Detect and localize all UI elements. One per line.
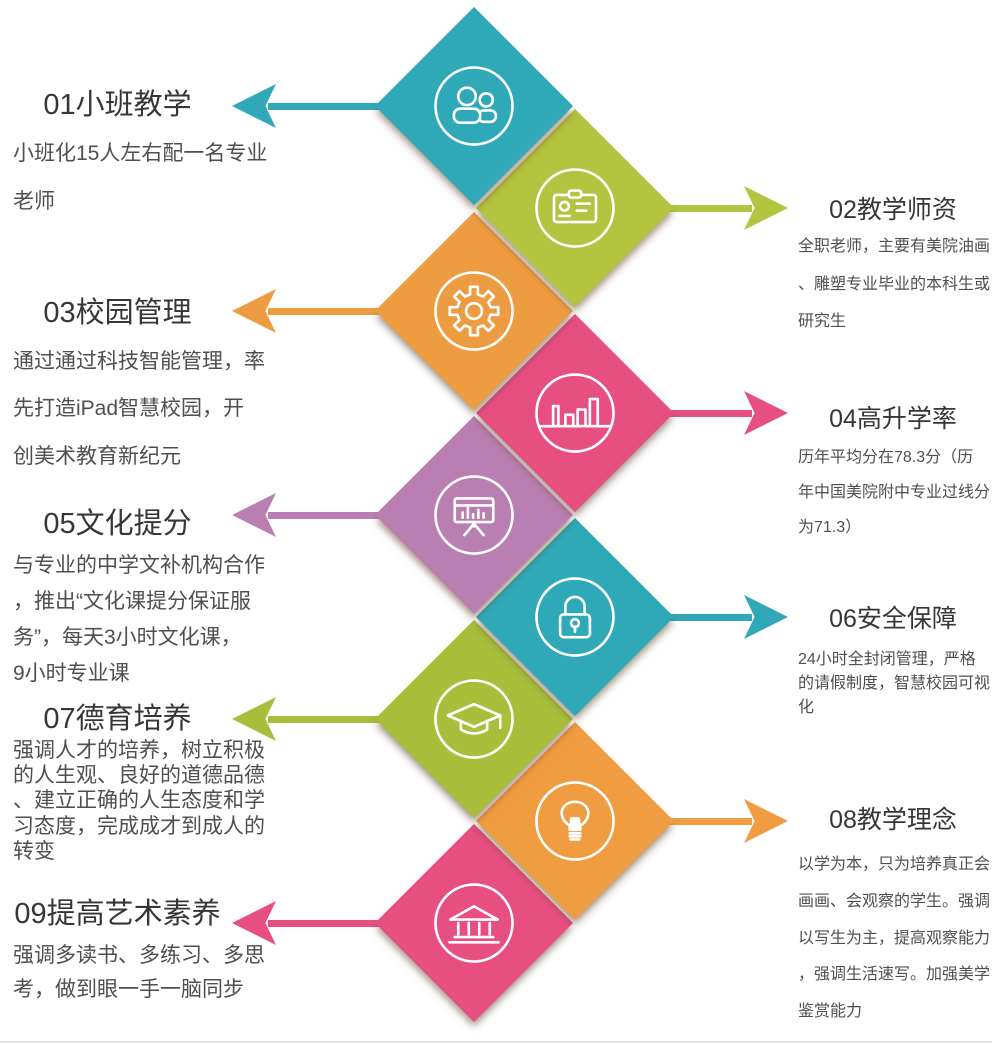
arrow-left-03 [232,289,392,333]
id-card-icon [533,166,617,250]
arrow-shaft [268,308,392,315]
item-description: 强调人才的培养，树立积极 的人生观、良好的道德品德 、建立正确的人生态度和学 习… [13,739,265,863]
diamond-tile-06 [476,518,674,716]
item-description: 全职老师，主要有美院油画 、雕塑专业毕业的本科生或 研究生 [798,238,991,331]
lightbulb-icon [533,779,617,863]
diamond-tile-05 [375,416,573,614]
text-block-08: 08教学理念 以学为本，只为培养真正会 画画、会观察的学生。强调 以写生为主，提… [798,803,992,1031]
item-title: 02教学师资 [829,196,957,224]
arrow-shaft [658,205,752,212]
arrow-left-01 [232,84,392,128]
item-title: 09提高艺术素养 [14,898,221,930]
arrowhead [744,799,788,843]
arrow-left-07 [232,697,392,741]
item-description: 24小时全封闭管理，严格 的请假制度，智慧校园可视 化 [798,651,991,716]
arrowhead [232,901,276,945]
item-title: 08教学理念 [829,806,957,834]
arrowhead [744,595,788,639]
arrow-left-05 [232,493,392,537]
graduation-cap-icon [432,677,516,761]
arrow-shaft [268,920,392,927]
arrow-shaft [268,716,392,723]
bottom-divider [0,1041,992,1043]
arrowhead [232,493,276,537]
text-block-01: 01小班教学 小班化15人左右配一名专业 老师 [13,86,315,227]
users-icon [432,64,516,148]
bank-icon [432,881,516,965]
arrow-right-08 [658,799,788,843]
bar-chart-icon [533,371,617,455]
diamond-tile-07 [375,620,573,818]
item-description: 小班化15人左右配一名专业 老师 [13,142,268,214]
lock-icon [533,575,617,659]
diamond-tile-01 [375,7,573,205]
arrowhead [744,391,788,435]
arrowhead [232,697,276,741]
text-block-05: 05文化提分 与专业的中学文补机构合作 ，推出“文化课提分保证服 务”，每天3小… [13,505,315,692]
arrow-right-02 [658,186,788,230]
item-title: 03校园管理 [43,297,192,329]
text-block-07: 07德育培养 强调人才的培养，树立积极 的人生观、良好的道德品德 、建立正确的人… [13,700,315,864]
item-description: 以学为本，只为培养真正会 画画、会观察的学生。强调 以写生为主，提高观察能力 ，… [798,856,991,1021]
presentation-board-icon [432,473,516,557]
item-description: 通过通过科技智能管理，率 先打造iPad智慧校园，开 创美术教育新纪元 [13,350,265,468]
text-block-03: 03校园管理 通过通过科技智能管理，率 先打造iPad智慧校园，开 创美术教育新… [13,294,315,480]
text-block-04: 04高升学率 历年平均分在78.3分（历 年中国美院附中专业过线分 为71.3） [798,402,992,546]
item-description: 与专业的中学文补机构合作 ，推出“文化课提分保证服 务”，每天3小时文化课， 9… [13,554,265,686]
diamond-tile-03 [375,212,573,410]
item-title: 07德育培养 [43,703,192,735]
diamond-tile-08 [476,722,674,920]
item-description: 历年平均分在78.3分（历 年中国美院附中专业过线分 为71.3） [798,449,991,537]
item-description: 强调多读书、多练习、多思 考，做到眼一手一脑同步 [13,944,265,1001]
arrow-right-04 [658,391,788,435]
arrow-shaft [658,410,752,417]
gear-icon [432,269,516,353]
text-block-02: 02教学师资 全职老师，主要有美院油画 、雕塑专业毕业的本科生或 研究生 [798,193,992,341]
arrow-right-06 [658,595,788,639]
arrow-shaft [658,818,752,825]
item-title: 05文化提分 [43,508,192,540]
diamond-tile-02 [476,109,674,307]
arrow-shaft [268,512,392,519]
item-title: 04高升学率 [829,405,957,433]
arrow-left-09 [232,901,392,945]
arrowhead [232,84,276,128]
text-block-06: 06安全保障 24小时全封闭管理，严格 的请假制度，智慧校园可视 化 [798,602,992,720]
arrow-shaft [268,103,392,110]
diamond-tile-09 [375,824,573,1022]
arrow-shaft [658,614,752,621]
diamond-tile-04 [476,314,674,512]
arrowhead [232,289,276,333]
item-title: 06安全保障 [829,605,957,633]
item-title: 01小班教学 [43,89,192,121]
arrowhead [744,186,788,230]
text-block-09: 09提高艺术素养 强调多读书、多练习、多思 考，做到眼一手一脑同步 [13,895,315,1006]
